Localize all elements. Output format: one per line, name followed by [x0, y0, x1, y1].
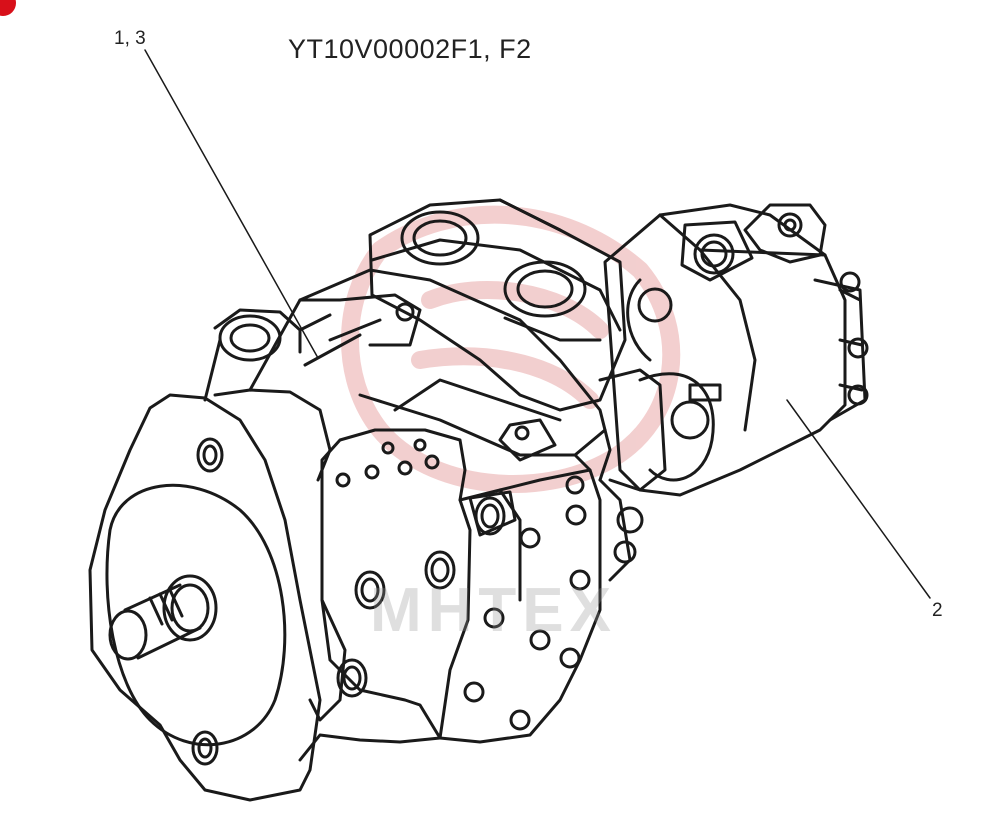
gear-pump-body — [603, 203, 869, 497]
upper-port-block — [368, 198, 627, 412]
callout-label-2: 2 — [932, 600, 943, 621]
drawing-title: YT10V00002F1, F2 — [288, 34, 532, 64]
coupling-section — [598, 368, 722, 582]
callout-label-1-3: 1, 3 — [114, 28, 146, 49]
input-shaft — [108, 574, 218, 661]
leader-line-1-3 — [144, 49, 319, 359]
regulator-body — [308, 428, 602, 744]
corner-badge-mark — [0, 0, 16, 16]
watermark-text: MHTEX — [370, 576, 617, 645]
mounting-flange — [88, 393, 442, 802]
leader-lines — [144, 49, 931, 599]
main-pump-housing — [203, 268, 612, 482]
watermark-logo — [341, 205, 681, 493]
leader-line-2 — [786, 399, 931, 599]
